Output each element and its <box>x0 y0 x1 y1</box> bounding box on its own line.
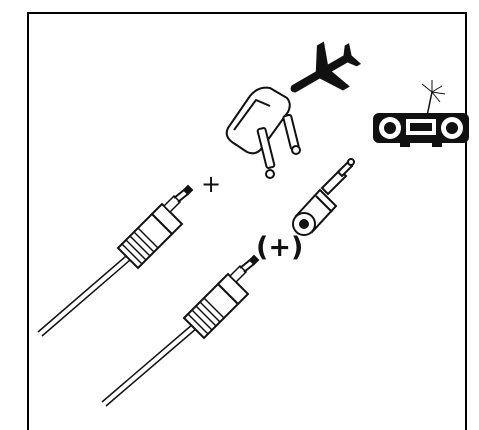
plus-label: + <box>201 170 222 198</box>
stereo-jack-adapter <box>292 158 355 236</box>
frame-border <box>27 12 467 430</box>
airplane-icon <box>290 41 362 93</box>
flight-adapter-plug <box>225 86 301 179</box>
boombox-icon <box>373 80 469 147</box>
audio-cable-35mm <box>37 184 194 337</box>
audio-cable-35mm <box>101 254 260 407</box>
optional-plus-label: (+) <box>256 232 304 263</box>
